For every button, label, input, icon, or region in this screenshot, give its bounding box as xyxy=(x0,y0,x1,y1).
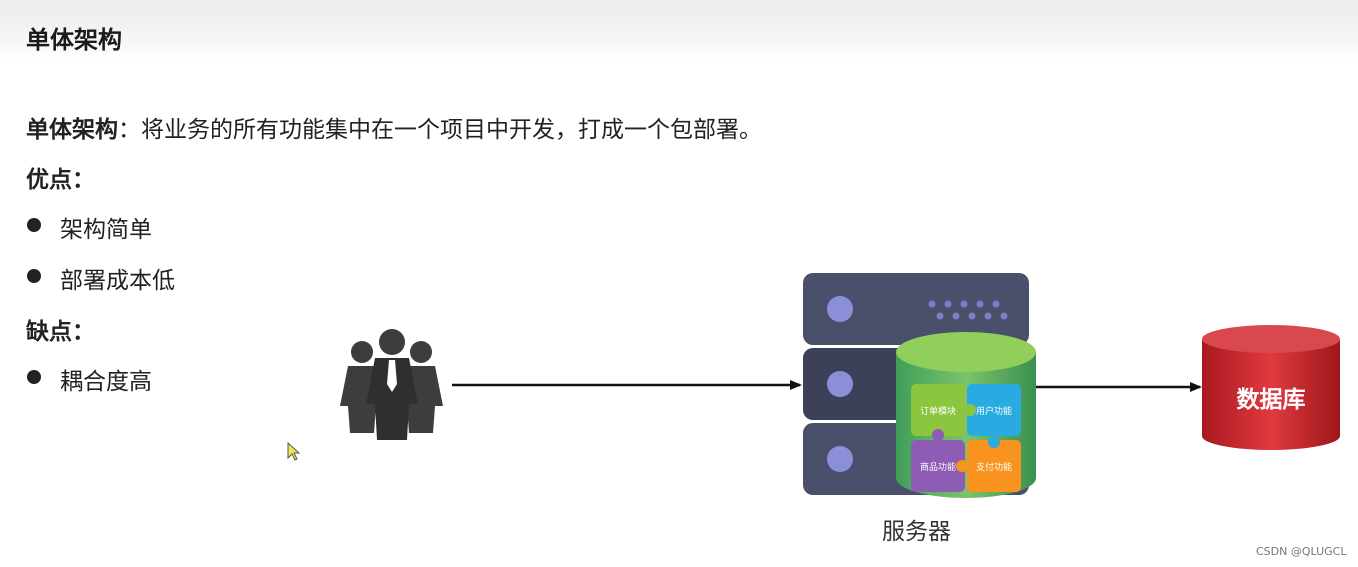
module-user: 用户功能 xyxy=(967,384,1021,436)
pros-heading: 优点： xyxy=(26,167,95,193)
bullet-dot xyxy=(27,370,41,384)
definition-line: 单体架构：将业务的所有功能集中在一个项目中开发，打成一个包部署。 xyxy=(26,110,762,144)
pros-item-1: 架构简单 xyxy=(60,217,152,243)
svg-text:商品功能: 商品功能 xyxy=(920,461,956,473)
server-label: 服务器 xyxy=(882,519,951,545)
cons-heading: 缺点： xyxy=(26,319,95,345)
people-group-icon xyxy=(340,329,443,440)
bullet-dot xyxy=(27,218,41,232)
header-bar xyxy=(0,0,1358,62)
pros-item-2: 部署成本低 xyxy=(60,268,175,294)
module-product: 商品功能 xyxy=(911,440,965,492)
module-pay: 支付功能 xyxy=(967,440,1021,492)
puzzle-knob xyxy=(932,429,944,441)
definition-term: 单体架构 xyxy=(26,117,118,143)
puzzle-knob xyxy=(988,436,1000,448)
module-order: 订单模块 xyxy=(911,384,965,436)
database-icon xyxy=(1202,325,1340,450)
svg-text:支付功能: 支付功能 xyxy=(976,461,1012,473)
database-label: 数据库 xyxy=(1236,387,1306,413)
cons-item-1: 耦合度高 xyxy=(60,369,152,395)
puzzle-knob xyxy=(964,404,976,416)
page-title: 单体架构 xyxy=(26,26,122,54)
definition-text: ：将业务的所有功能集中在一个项目中开发，打成一个包部署。 xyxy=(118,117,762,143)
svg-text:订单模块: 订单模块 xyxy=(920,405,956,417)
watermark: CSDN @QLUGCL xyxy=(1256,545,1347,558)
bullet-dot xyxy=(27,269,41,283)
svg-text:用户功能: 用户功能 xyxy=(976,405,1012,417)
cursor-icon xyxy=(287,441,301,461)
puzzle-knob xyxy=(956,460,968,472)
